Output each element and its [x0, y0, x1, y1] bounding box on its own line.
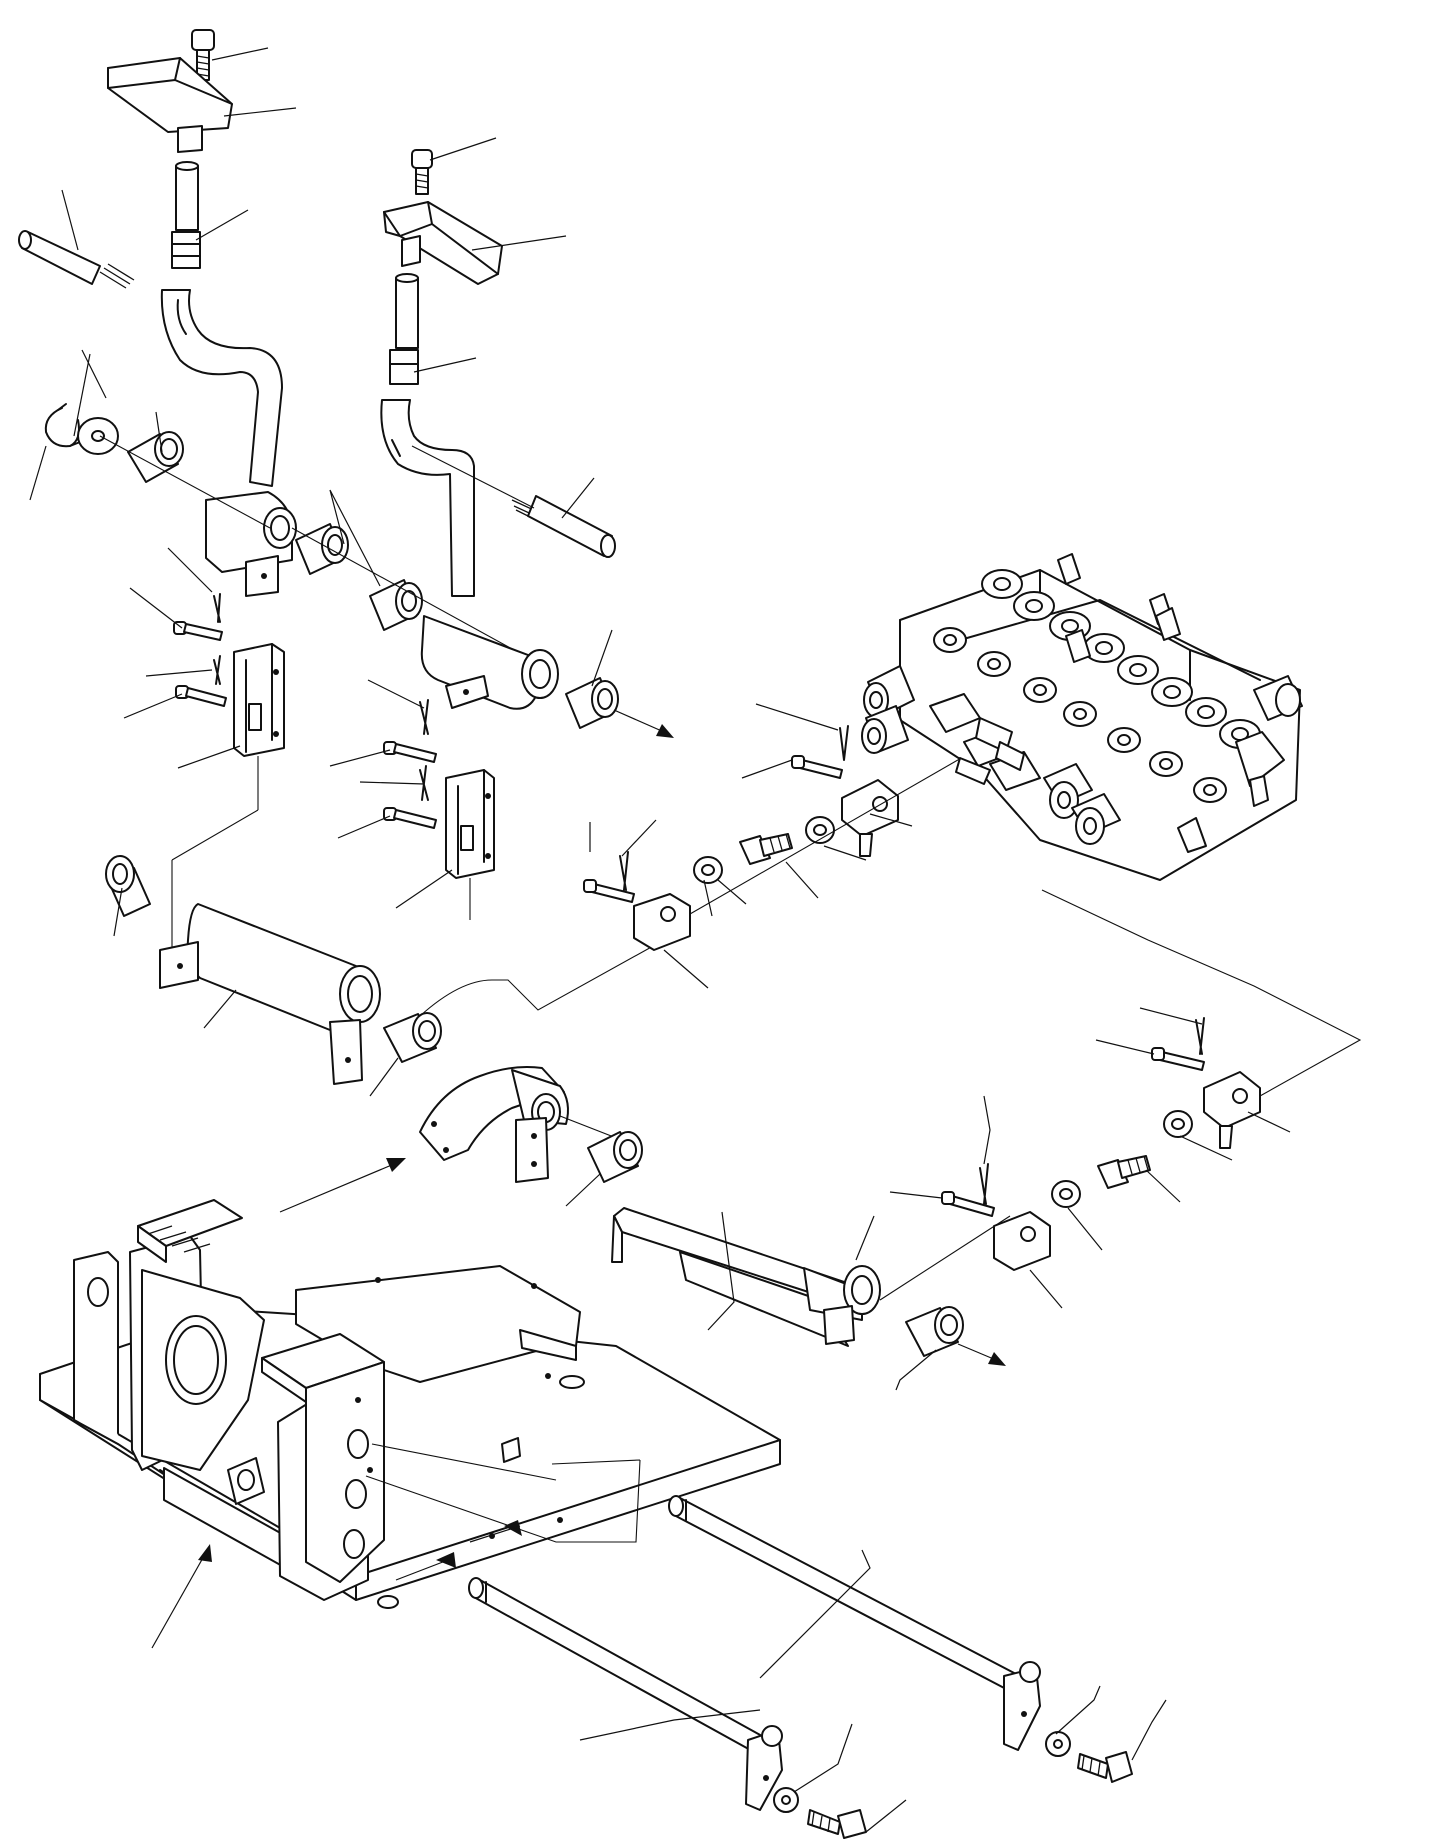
left-clevis-pins — [173, 593, 227, 707]
lower-pin-washer — [773, 1787, 799, 1813]
right-lever-knob — [383, 201, 503, 285]
left-side-pin — [18, 230, 135, 289]
right-lever-direction-arrow — [613, 709, 665, 733]
upper-rod-end-nut — [805, 816, 835, 844]
callout-leader-lines — [29, 47, 1291, 1833]
right-lever-rod — [380, 399, 475, 597]
quadrant-bracket — [419, 1066, 569, 1183]
right-lever-boot — [389, 273, 419, 385]
right-knob-screw — [411, 149, 433, 195]
upper-adjust-bolt — [739, 833, 793, 865]
left-lever-boot — [171, 161, 201, 269]
right-upper-clevis — [445, 769, 495, 879]
lower-clevis-fork — [941, 1163, 1051, 1271]
middle-bushing-2 — [369, 579, 423, 631]
right-side-pin — [511, 495, 616, 558]
lever-end-bushing — [905, 1306, 964, 1357]
left-control-lever — [18, 29, 297, 597]
left-upper-clevis — [233, 643, 285, 757]
lower-adjust-bolt — [1097, 1155, 1151, 1189]
left-lever-rod — [160, 289, 283, 487]
left-lower-bushing — [105, 855, 151, 917]
left-lever-pivot-boss — [205, 491, 297, 597]
lever-direction-arrow — [957, 1343, 997, 1361]
lower-pin-bolt — [807, 1809, 867, 1839]
upper-rod-end — [791, 725, 899, 857]
lower-pivot-shaft — [159, 903, 381, 1085]
valve-spool-caps-left — [861, 665, 1041, 791]
right-lever-bushing — [565, 677, 619, 729]
upper-pin-washer — [1045, 1731, 1071, 1757]
right-clevis-pins — [383, 699, 437, 829]
long-pivot-pin-lower — [468, 1577, 783, 1811]
long-pivot-pin-upper — [668, 1495, 1041, 1751]
right-control-lever — [380, 149, 674, 738]
lower-rod-end-nut — [1163, 1110, 1193, 1138]
lower-shaft-bushing — [383, 1012, 442, 1063]
left-retaining-ring — [44, 403, 81, 448]
left-bushing — [127, 431, 184, 483]
quadrant-pointer-arrow — [279, 1163, 395, 1213]
long-lever-arm — [611, 1207, 881, 1347]
base-frame — [39, 1199, 781, 1609]
left-washer — [77, 417, 119, 455]
valve-spool-caps-right — [1043, 675, 1303, 853]
base-frame-pointer-arrow — [151, 1555, 205, 1649]
right-lever-pivot-boss — [420, 615, 559, 710]
lower-lock-nut — [1051, 1180, 1081, 1208]
lower-lever-bushing — [587, 1131, 643, 1183]
upper-pin-bolt — [1077, 1751, 1133, 1783]
left-lever-knob — [107, 57, 233, 153]
valve-link-pins — [955, 717, 1025, 785]
left-knob-screw — [191, 29, 215, 81]
upper-lock-nut — [693, 856, 723, 884]
lower-rod-end — [1151, 1017, 1261, 1149]
upper-clevis-fork — [583, 851, 691, 951]
